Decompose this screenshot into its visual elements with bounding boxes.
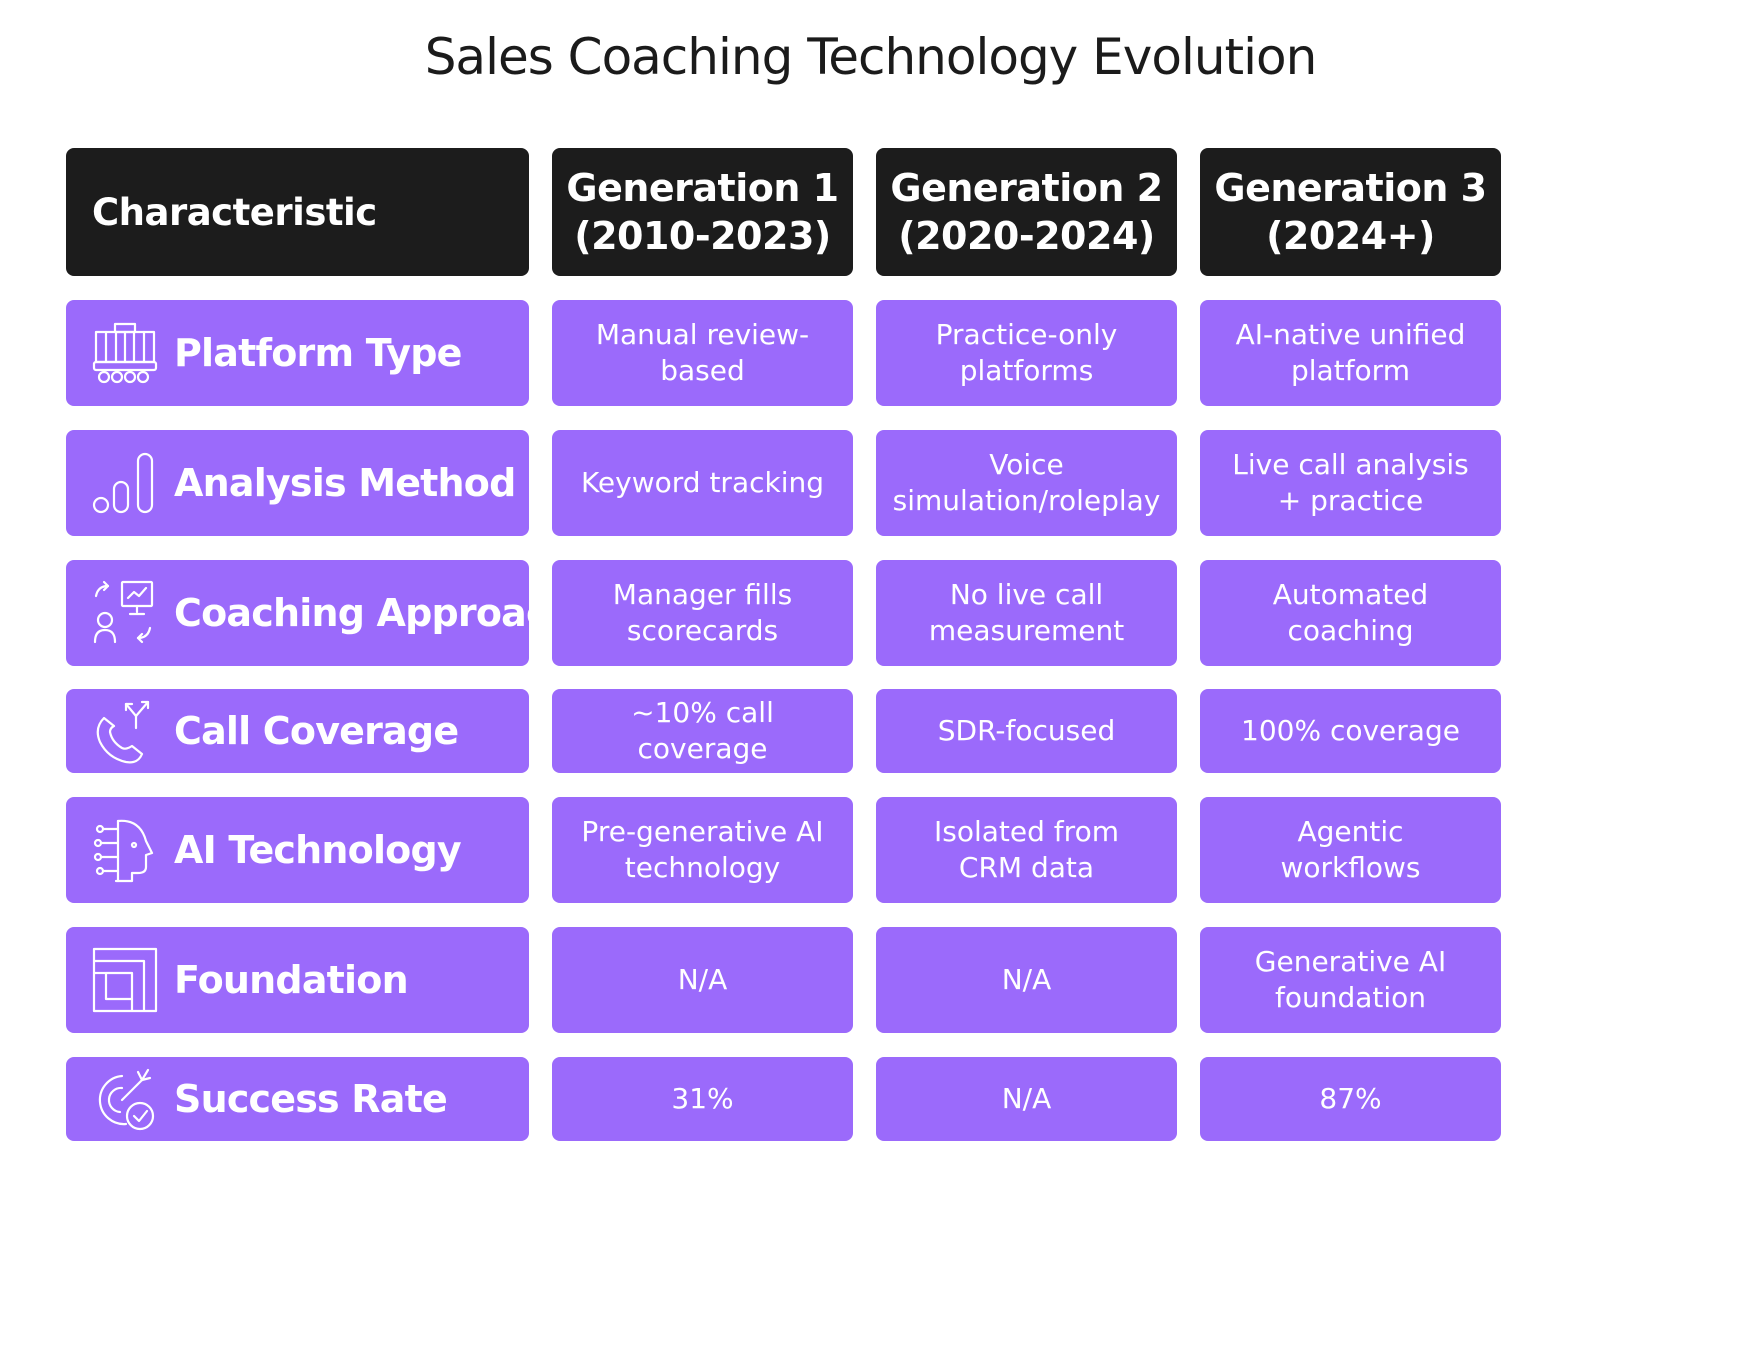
cell-text: N/A <box>1001 963 1052 996</box>
header-gen1-title: Generation 1 <box>566 166 839 210</box>
row-label-coaching-approach: Coaching Approach <box>66 560 575 666</box>
header-gen3-title: Generation 3 <box>1214 166 1487 210</box>
cell-text: Automated coaching <box>1272 578 1429 647</box>
cell-gen1-foundation: N/A <box>552 927 853 1033</box>
cell-gen2-platform-type: Practice-only platforms <box>876 300 1177 406</box>
cell-text: 31% <box>671 1082 734 1115</box>
header-generation-1: Generation 1(2010-2023) <box>552 148 853 276</box>
page-title: Sales Coaching Technology Evolution <box>424 28 1318 86</box>
cell-gen1-analysis-method: Keyword tracking <box>552 430 853 536</box>
cell-gen3-success-rate: 87% <box>1200 1057 1501 1141</box>
cell-text: Agentic workflows <box>1280 815 1421 884</box>
cell-text: Generative AI foundation <box>1254 945 1447 1014</box>
foundation-icon <box>88 943 162 1017</box>
cell-text: Practice-only platforms <box>935 318 1118 387</box>
cell-gen2-ai-technology: Isolated from CRM data <box>876 797 1177 903</box>
header-generation-3: Generation 3(2024+) <box>1200 148 1501 276</box>
cell-gen3-coaching-approach: Automated coaching <box>1200 560 1501 666</box>
phone-call-icon <box>88 694 162 768</box>
header-characteristic: Characteristic <box>66 148 529 276</box>
cell-gen1-call-coverage: ~10% call coverage <box>552 689 853 773</box>
cell-text: Isolated from CRM data <box>934 815 1119 884</box>
presentation-coach-icon <box>88 576 162 650</box>
cell-text: SDR-focused <box>937 714 1116 747</box>
header-gen2-title: Generation 2 <box>890 166 1163 210</box>
cell-gen2-coaching-approach: No live call measurement <box>876 560 1177 666</box>
header-gen2-years: (2020-2024) <box>898 214 1155 258</box>
cell-text: No live call measurement <box>928 578 1125 647</box>
row-label-ai-technology: AI Technology <box>66 797 529 903</box>
cell-gen1-success-rate: 31% <box>552 1057 853 1141</box>
cell-gen3-foundation: Generative AI foundation <box>1200 927 1501 1033</box>
cell-text: N/A <box>677 963 728 996</box>
row-label-text: Call Coverage <box>174 709 459 753</box>
header-gen3-years: (2024+) <box>1266 214 1435 258</box>
cell-text: Manager fills scorecards <box>612 578 793 647</box>
row-label-text: AI Technology <box>174 828 462 872</box>
cell-gen2-foundation: N/A <box>876 927 1177 1033</box>
row-label-success-rate: Success Rate <box>66 1057 529 1141</box>
header-generation-2: Generation 2(2020-2024) <box>876 148 1177 276</box>
header-gen1-years: (2010-2023) <box>574 214 831 258</box>
row-label-text: Foundation <box>174 958 409 1002</box>
row-label-text: Analysis Method <box>174 461 516 505</box>
cell-text: Live call analysis + practice <box>1232 448 1469 517</box>
cell-text: ~10% call coverage <box>631 696 774 765</box>
row-label-platform-type: Platform Type <box>66 300 529 406</box>
cell-gen3-call-coverage: 100% coverage <box>1200 689 1501 773</box>
cell-gen1-ai-technology: Pre-generative AI technology <box>552 797 853 903</box>
cell-text: 100% coverage <box>1241 714 1460 747</box>
cell-gen2-analysis-method: Voice simulation/roleplay <box>876 430 1177 536</box>
header-characteristic-label: Characteristic <box>92 190 377 234</box>
bar-chart-icon <box>88 446 162 520</box>
cell-gen1-platform-type: Manual review-based <box>552 300 853 406</box>
cell-text: Keyword tracking <box>580 466 825 499</box>
cell-text: AI-native unified platform <box>1235 318 1466 387</box>
cell-text: 87% <box>1319 1082 1382 1115</box>
ai-head-icon <box>88 813 162 887</box>
cell-gen3-platform-type: AI-native unified platform <box>1200 300 1501 406</box>
row-label-text: Success Rate <box>174 1077 448 1121</box>
cell-gen2-success-rate: N/A <box>876 1057 1177 1141</box>
row-label-foundation: Foundation <box>66 927 529 1033</box>
cell-text: Voice simulation/roleplay <box>892 448 1161 517</box>
cell-gen3-analysis-method: Live call analysis + practice <box>1200 430 1501 536</box>
cell-text: N/A <box>1001 1082 1052 1115</box>
row-label-text: Platform Type <box>174 331 462 375</box>
cell-text: Pre-generative AI technology <box>581 815 824 884</box>
cell-gen2-call-coverage: SDR-focused <box>876 689 1177 773</box>
cell-gen3-ai-technology: Agentic workflows <box>1200 797 1501 903</box>
target-check-icon <box>88 1062 162 1136</box>
conveyor-icon <box>88 316 162 390</box>
cell-gen1-coaching-approach: Manager fills scorecards <box>552 560 853 666</box>
row-label-call-coverage: Call Coverage <box>66 689 529 773</box>
cell-text: Manual review-based <box>595 318 810 387</box>
row-label-analysis-method: Analysis Method <box>66 430 529 536</box>
row-label-text: Coaching Approach <box>174 591 575 635</box>
